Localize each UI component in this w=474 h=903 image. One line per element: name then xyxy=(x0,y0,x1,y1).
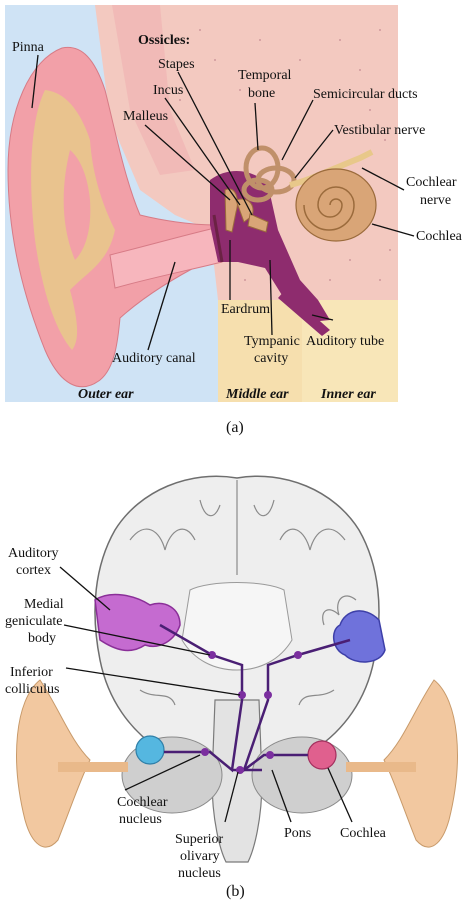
inferior-colliculus-right xyxy=(264,691,272,699)
label-stapes: Stapes xyxy=(158,57,195,72)
label-inferior-colliculus-1: Inferior xyxy=(10,665,53,680)
label-cochlear-nerve-1: Cochlear xyxy=(406,175,457,190)
caption-a: (a) xyxy=(226,419,244,436)
medial-geniculate-left xyxy=(208,651,216,659)
panel-a-leaders xyxy=(31,54,415,351)
label-superior-olivary-1: Superior xyxy=(175,832,224,847)
label-semicircular-ducts: Semicircular ducts xyxy=(313,87,418,102)
label-pons: Pons xyxy=(284,826,311,841)
label-incus: Incus xyxy=(153,83,183,98)
stapes xyxy=(247,213,269,233)
label-tympanic-cavity-2: cavity xyxy=(254,351,288,366)
panel-a-ear-anatomy: Pinna Ossicles: Stapes Incus Malleus Tem… xyxy=(5,5,463,402)
white-matter xyxy=(181,582,293,671)
label-temporal-bone-2: bone xyxy=(248,86,275,101)
label-ossicles: Ossicles: xyxy=(138,33,190,48)
cochlea-right xyxy=(307,740,337,770)
outer-ear-right xyxy=(383,679,458,848)
region-outer-ear: Outer ear xyxy=(78,387,134,402)
label-auditory-cortex-1: Auditory xyxy=(8,546,59,561)
panel-b-auditory-pathway: Auditory cortex Medial geniculate body I… xyxy=(5,475,458,881)
label-temporal-bone-1: Temporal xyxy=(238,68,292,83)
label-medial-geniculate-1: Medial xyxy=(24,597,64,612)
cochlea xyxy=(295,168,377,242)
label-vestibular-nerve: Vestibular nerve xyxy=(334,123,425,138)
label-auditory-canal: Auditory canal xyxy=(112,351,196,366)
caption-b: (b) xyxy=(226,883,245,900)
label-superior-olivary-2: olivary xyxy=(180,849,220,864)
panel-b-leaders xyxy=(59,566,353,823)
label-pinna: Pinna xyxy=(12,40,45,55)
bone-channel xyxy=(112,5,195,175)
cochlear-nucleus-left xyxy=(201,748,209,756)
label-auditory-tube: Auditory tube xyxy=(306,334,384,349)
label-cochlear-nucleus-2: nucleus xyxy=(119,812,162,827)
label-medial-geniculate-3: body xyxy=(28,631,56,646)
label-malleus: Malleus xyxy=(123,109,168,124)
label-cochlear-nerve-2: nerve xyxy=(420,193,451,208)
ossicles xyxy=(224,188,269,233)
ear-canal-left xyxy=(58,762,128,772)
label-superior-olivary-3: nucleus xyxy=(178,866,221,881)
nuclei xyxy=(201,651,302,774)
eardrum xyxy=(212,214,224,263)
ear-canal-right xyxy=(346,762,416,772)
outer-ear-left xyxy=(16,679,91,848)
pinna-fold xyxy=(63,150,91,260)
cochlea-left xyxy=(135,735,165,765)
cochlear-nucleus-right xyxy=(266,751,274,759)
cerebellum-right xyxy=(251,736,353,814)
region-middle-ear: Middle ear xyxy=(225,387,289,402)
label-cochlea-b: Cochlea xyxy=(340,826,387,841)
medial-geniculate-right xyxy=(294,651,302,659)
label-medial-geniculate-2: geniculate xyxy=(5,614,63,629)
label-auditory-cortex-2: cortex xyxy=(16,563,51,578)
label-inferior-colliculus-2: colliculus xyxy=(5,682,59,697)
auditory-tube xyxy=(278,290,330,336)
semicircular-ducts xyxy=(241,145,297,203)
auditory-cortex-right xyxy=(333,610,386,663)
label-cochlear-nucleus-1: Cochlear xyxy=(117,795,168,810)
label-eardrum: Eardrum xyxy=(221,302,270,317)
region-inner-ear: Inner ear xyxy=(320,387,376,402)
middle-ear-background xyxy=(218,290,302,402)
label-cochlea-a: Cochlea xyxy=(416,229,463,244)
inferior-colliculus-left xyxy=(238,691,246,699)
auditory-cortex-left xyxy=(94,593,181,652)
label-tympanic-cavity-1: Tympanic xyxy=(244,334,300,349)
